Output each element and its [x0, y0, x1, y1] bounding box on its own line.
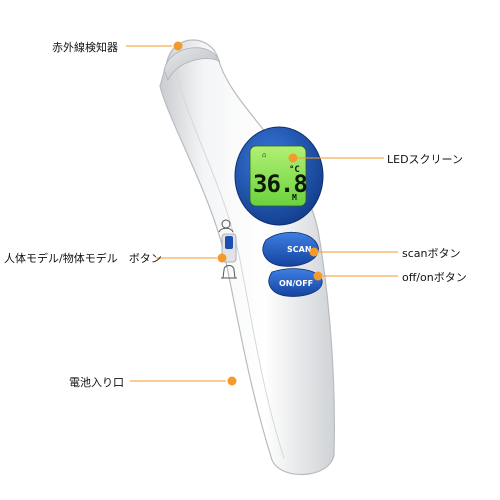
- callout-screen: [288, 153, 384, 163]
- power-button[interactable]: [268, 268, 323, 297]
- scan-button[interactable]: [262, 231, 319, 267]
- scan-button-label: SCAN: [287, 245, 312, 254]
- callout-battery: [130, 376, 237, 386]
- label-sensor: 赤外線検知器: [52, 41, 118, 54]
- label-screen: LEDスクリーン: [387, 153, 463, 166]
- person-head-icon: [218, 219, 234, 233]
- callout-scan: [309, 247, 398, 257]
- callout-sensor: [126, 41, 183, 51]
- label-scan: scanボタン: [402, 247, 461, 260]
- mode-slider-knob[interactable]: [225, 236, 233, 249]
- lcd-unit: °C: [289, 165, 300, 175]
- label-mode: 人体モデル/物体モデル ボタン: [4, 252, 162, 265]
- lcd-mode-letter: M: [292, 193, 297, 202]
- power-button-label: ON/OFF: [279, 279, 313, 288]
- bell-icon: [221, 265, 237, 279]
- label-power: off/onボタン: [402, 271, 467, 284]
- callout-mode: [156, 253, 227, 263]
- lcd-temperature: 36.8: [253, 170, 307, 198]
- label-battery: 電池入り口: [69, 376, 124, 389]
- body-seam: [175, 69, 285, 459]
- sensor-tip: [163, 47, 221, 81]
- lcd-small-icon: ⌂: [262, 151, 266, 159]
- callout-power: [313, 271, 398, 281]
